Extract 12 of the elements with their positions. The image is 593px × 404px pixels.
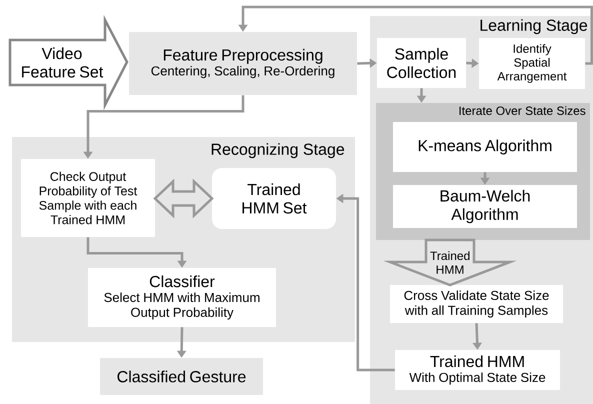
result-box: Classified Gesture <box>100 358 263 395</box>
process-box: Sample Collection <box>377 38 466 88</box>
process-box: Baum-Welch Algorithm <box>393 185 577 228</box>
model-box: Trained HMM Set <box>212 168 336 229</box>
process-box: Feature Preprocessing Centering, Scaling, Re-Ordering <box>129 32 357 95</box>
process-box: Check Output Probability of Test Sample with each Trained HMM <box>21 159 155 237</box>
edge-label: Trained HMM <box>430 250 470 274</box>
process-box: K-means Algorithm <box>393 122 577 172</box>
process-box: Trained HMM With Optimal State Size <box>395 350 560 390</box>
process-box: Classifier Select HMM with Maximum Output Probability <box>88 268 276 327</box>
process-box: Cross Validate State Size with all Training Samples <box>390 285 563 323</box>
process-box: Identify Spatial Arrangement <box>479 38 585 89</box>
